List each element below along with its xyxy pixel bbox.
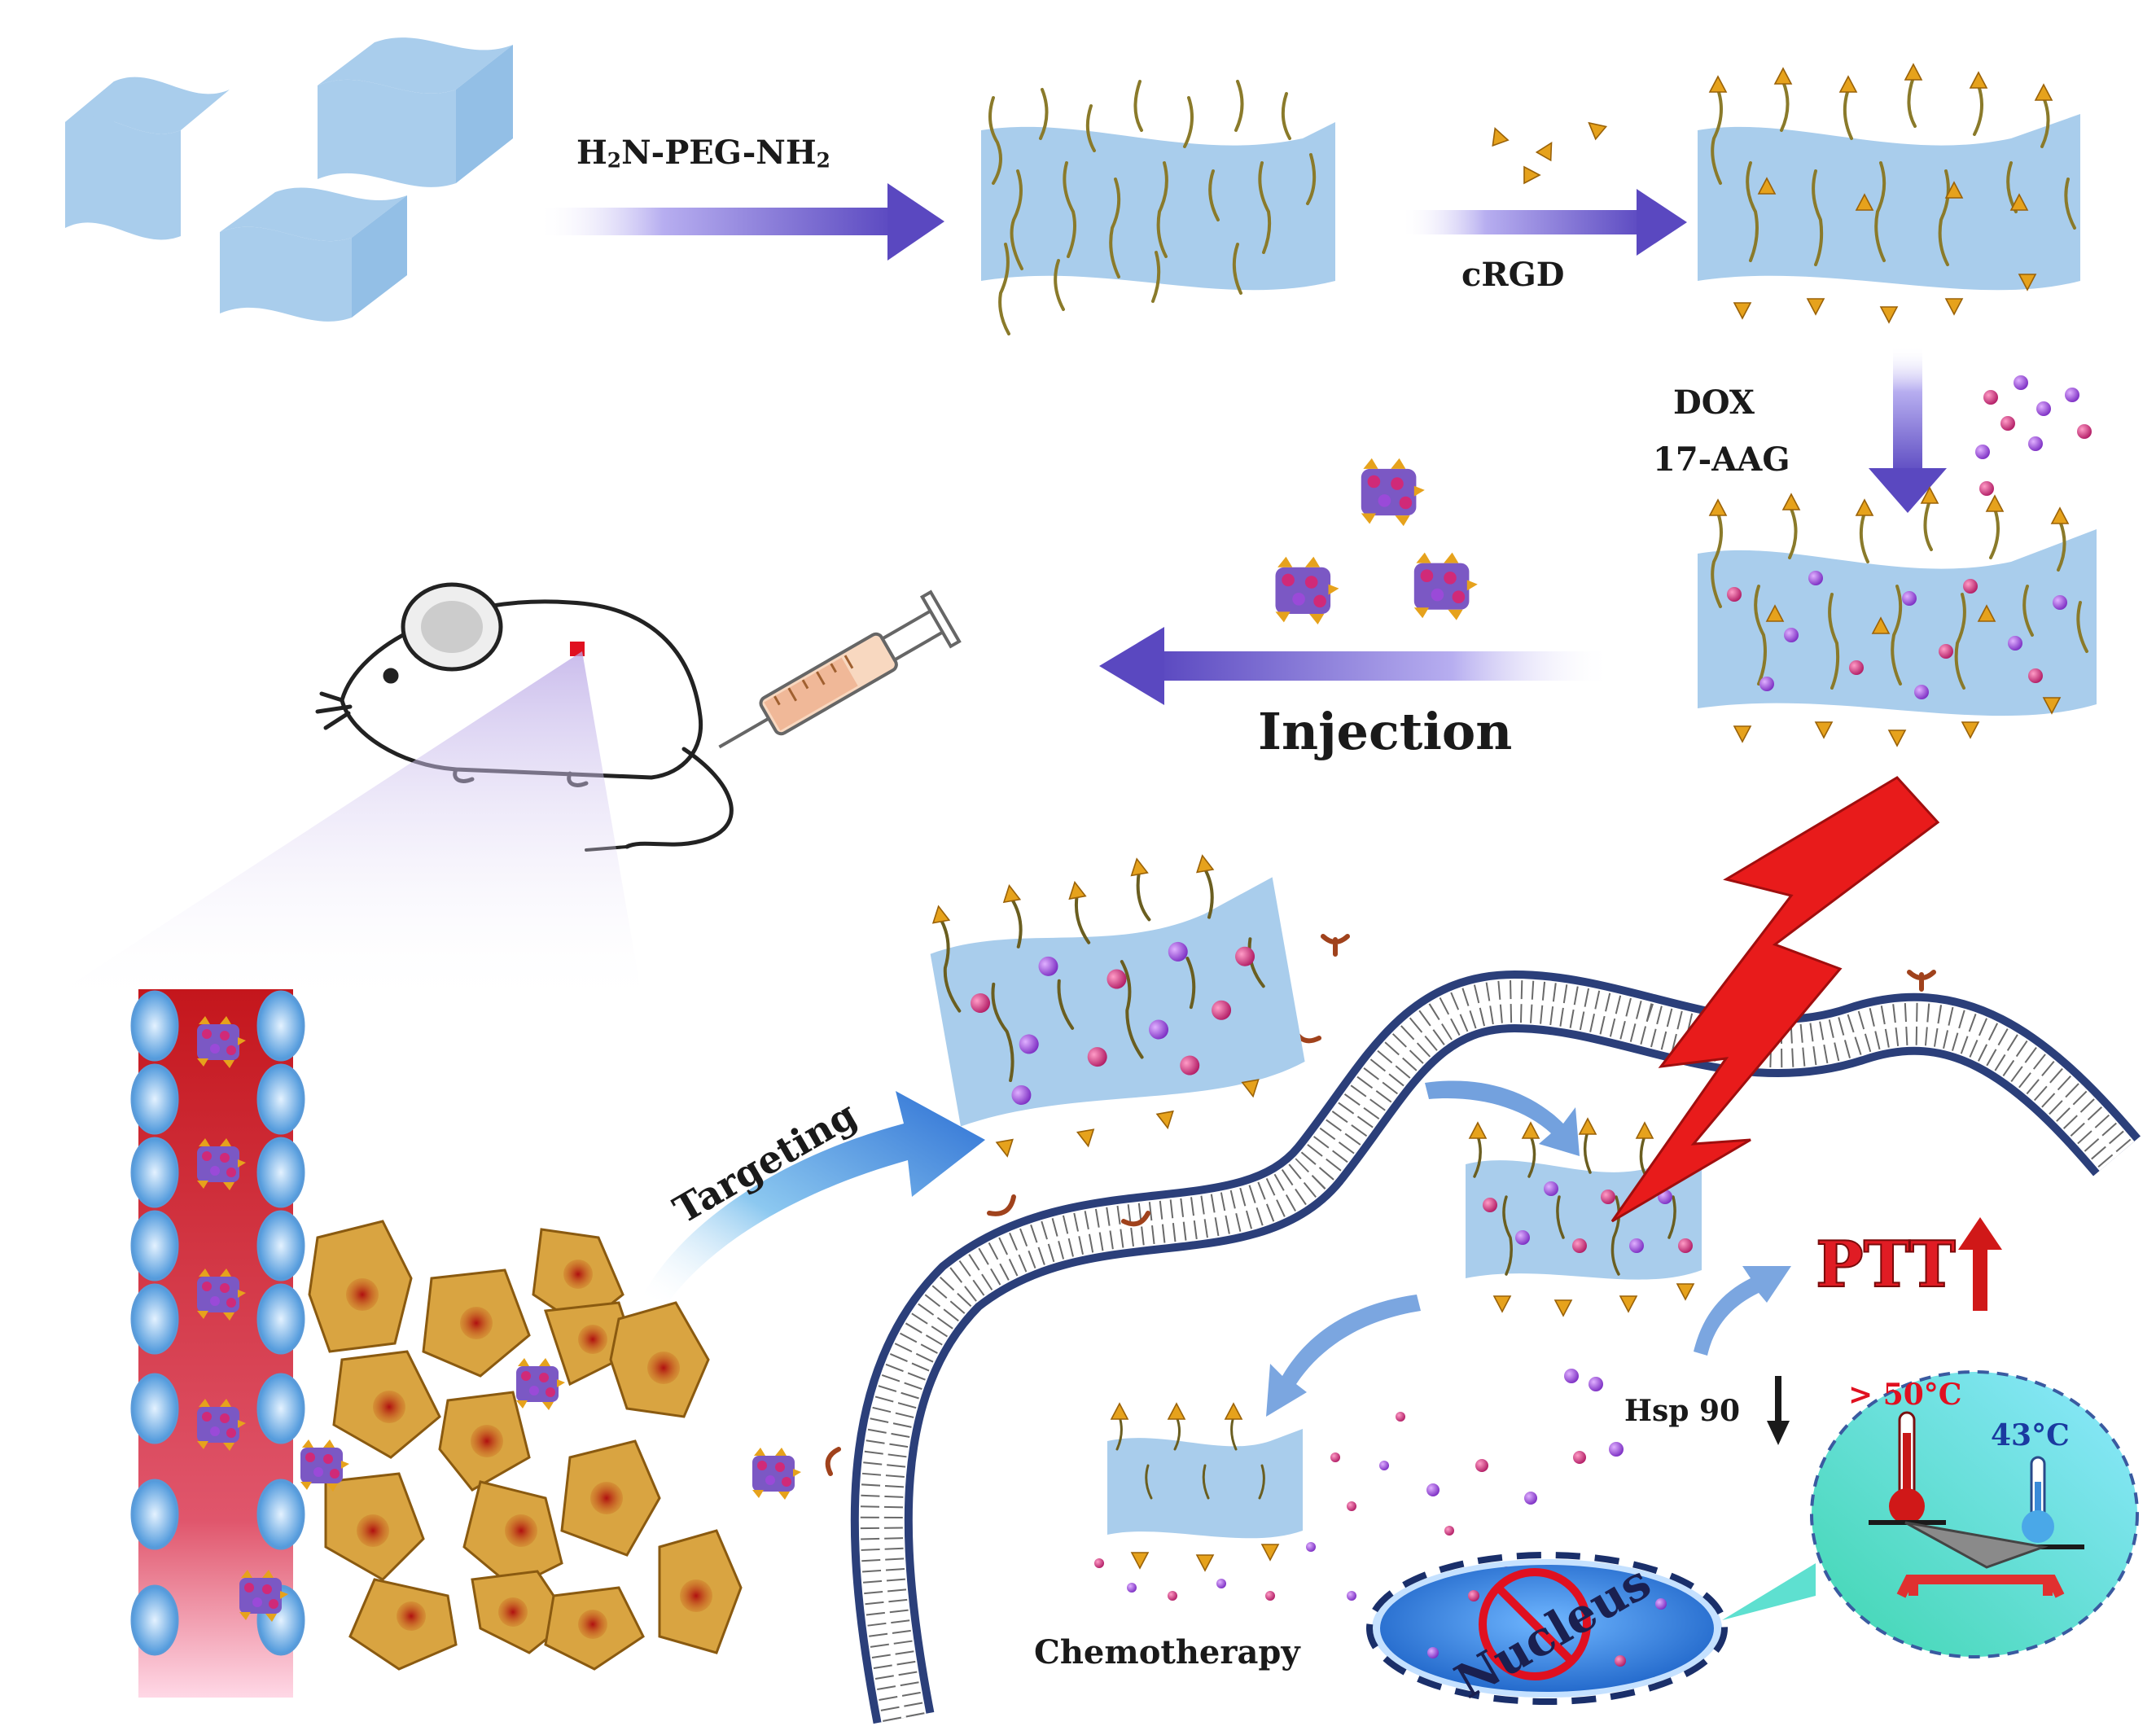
prohibited-icon (1479, 1568, 1591, 1680)
arrow-release (1266, 1295, 1421, 1417)
graphene-sheets (65, 37, 513, 322)
targeted-sheet (929, 853, 1305, 1159)
drug-molecules (1975, 375, 2092, 496)
syringe-icon (718, 589, 962, 749)
nucleus (1366, 1552, 1728, 1705)
cell-membrane (850, 970, 2141, 1724)
crgd-sheet (1698, 64, 2080, 323)
released-drugs (1094, 1369, 1624, 1601)
temp-high-label: > 50°C (1848, 1378, 1962, 1412)
hsp-down-arrow-icon (1767, 1376, 1790, 1445)
thermometer-hot-icon (1889, 1411, 1925, 1524)
injection-label: Injection (1258, 702, 1513, 761)
arrow-crgd (1400, 116, 1687, 256)
balance-scale-icon (1869, 1520, 2084, 1598)
arrow-peg (537, 183, 944, 261)
extravasated-cluster (516, 1358, 565, 1410)
blood-vessel (130, 989, 305, 1698)
bound-cluster (752, 1448, 801, 1500)
laser-lightning-icon (1610, 776, 1940, 1223)
peg-label-h: H (576, 134, 607, 172)
temp-low-label: 43°C (1991, 1418, 2070, 1452)
arrow-injection (1099, 627, 1612, 705)
tumor-cells (308, 1220, 743, 1671)
thermometer-warm-icon (2022, 1456, 2054, 1543)
peg-label-sub1: 2 (607, 148, 622, 173)
tumor-cell-nuclei (346, 1260, 712, 1639)
dox-label: DOX (1673, 383, 1755, 422)
aag-label: 17-AAG (1653, 440, 1790, 479)
peg-sheet (981, 80, 1335, 335)
hsp-label: Hsp 90 (1624, 1394, 1741, 1428)
arrow-drug-loading (1869, 346, 1947, 513)
peg-label-sub2: 2 (816, 148, 830, 173)
arrow-targeting (643, 1091, 985, 1303)
peg-label-mid: N-PEG-NH (621, 134, 817, 172)
arrow-internalization (1425, 1080, 1580, 1156)
chemotherapy-label: Chemotherapy (1034, 1633, 1300, 1671)
integrin-receptors (825, 934, 1936, 1476)
peg-label: H2N-PEG-NH2 (576, 137, 830, 171)
zoom-beam (33, 651, 643, 1010)
nanosheet-clusters (1275, 458, 1478, 624)
arrow-ptt (1694, 1266, 1791, 1356)
crgd-label: cRGD (1461, 256, 1565, 294)
loaded-sheet (1698, 487, 2097, 747)
ptt-up-arrow-icon (1958, 1217, 2002, 1311)
thermo-panel (1722, 1370, 2139, 1658)
ptt-label: PTT (1815, 1228, 1957, 1302)
released-sheet (1107, 1403, 1303, 1571)
